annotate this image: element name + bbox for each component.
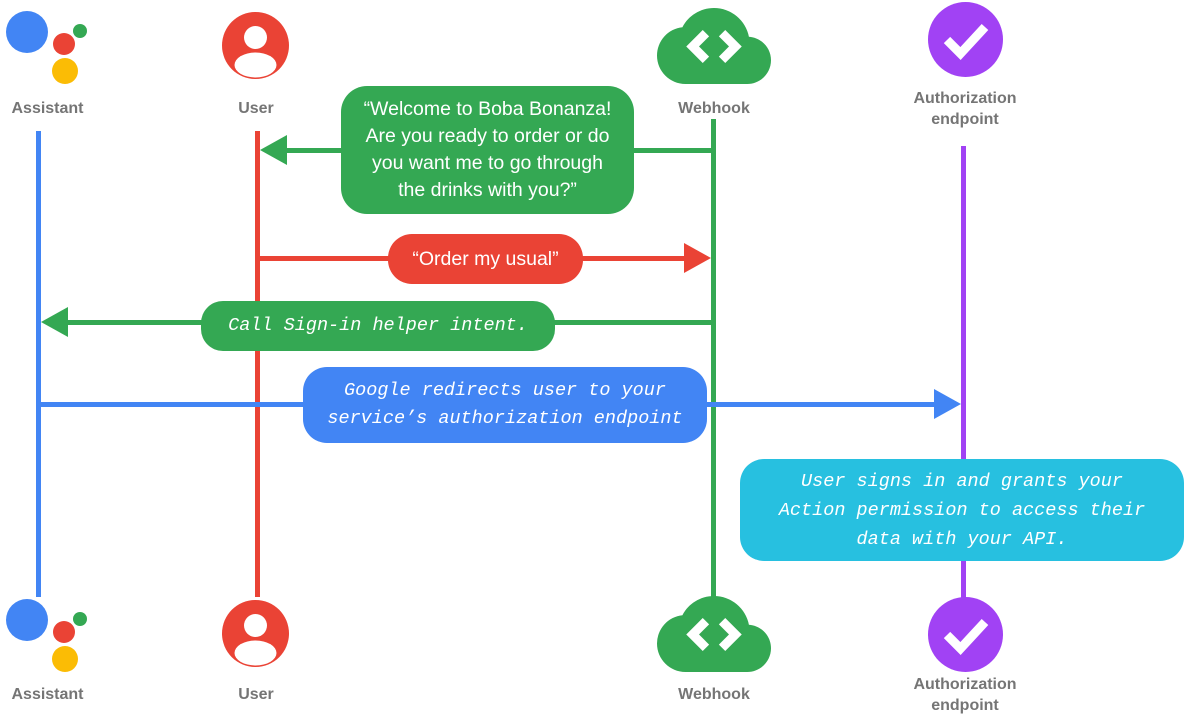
redirect-message-text: Google redirects user to your xyxy=(344,380,666,401)
grant-note-text: data with your API. xyxy=(856,528,1068,550)
assistant-label-bottom: Assistant xyxy=(11,686,84,703)
signin-message-bubble: Call Sign-in helper intent. xyxy=(201,301,555,351)
webhook-lifeline xyxy=(711,119,716,597)
welcome-message-text: Are you ready to order or do xyxy=(365,125,610,147)
assistant-lifeline xyxy=(36,131,41,597)
check-circle-icon xyxy=(928,597,1003,672)
welcome-message-text: you want me to go through xyxy=(372,152,603,174)
check-circle-icon xyxy=(928,2,1003,77)
redirect-arrowhead-icon xyxy=(934,389,961,419)
grant-note-text: Action permission to access their xyxy=(778,499,1146,521)
redirect-message-text: service’s authorization endpoint xyxy=(327,408,683,429)
user-lifeline xyxy=(255,131,260,597)
order-arrowhead-icon xyxy=(684,243,711,273)
grant-note-bubble: User signs in and grants your Action per… xyxy=(740,459,1184,561)
auth-endpoint-label-bottom: Authorization endpoint xyxy=(913,676,1017,714)
order-message-bubble: “Order my usual” xyxy=(388,234,583,284)
webhook-label-top: Webhook xyxy=(678,100,750,117)
signin-arrowhead-icon xyxy=(41,307,68,337)
order-message-text: “Order my usual” xyxy=(412,247,559,270)
google-assistant-icon xyxy=(6,599,87,672)
user-label-top: User xyxy=(238,100,274,117)
welcome-message-text: “Welcome to Boba Bonanza! xyxy=(363,98,612,120)
cloud-code-icon xyxy=(657,596,771,672)
signin-message-text: Call Sign-in helper intent. xyxy=(228,315,528,336)
welcome-arrowhead-icon xyxy=(260,135,287,165)
welcome-message-text: the drinks with you?” xyxy=(398,179,577,201)
redirect-message-bubble: Google redirects user to your service’s … xyxy=(303,367,707,443)
auth-endpoint-lifeline xyxy=(961,146,966,598)
person-icon xyxy=(222,12,289,79)
user-label-bottom: User xyxy=(238,686,274,703)
assistant-label-top: Assistant xyxy=(11,100,84,117)
welcome-message-bubble: “Welcome to Boba Bonanza! Are you ready … xyxy=(341,86,634,214)
grant-note-text: User signs in and grants your xyxy=(801,470,1123,492)
cloud-code-icon xyxy=(657,7,771,84)
webhook-label-bottom: Webhook xyxy=(678,686,750,703)
auth-endpoint-label-top: Authorization endpoint xyxy=(913,90,1017,128)
person-icon xyxy=(222,600,289,667)
google-assistant-icon xyxy=(6,11,87,84)
